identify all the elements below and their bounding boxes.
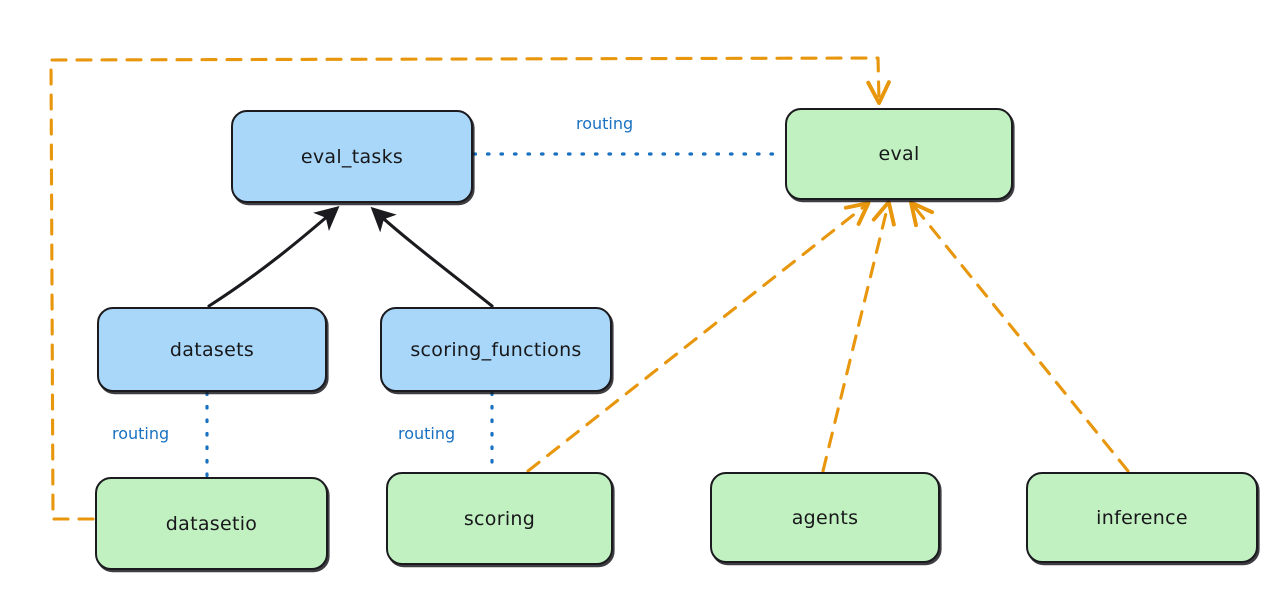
node-inference[interactable]: inference: [1026, 472, 1258, 563]
node-label-agents: agents: [791, 506, 859, 529]
node-label-datasetio: datasetio: [165, 512, 258, 535]
node-agents[interactable]: agents: [710, 472, 940, 563]
node-scoring[interactable]: scoring: [386, 472, 613, 565]
edge-label-routing-scoring-functions-scoring: routing: [398, 424, 456, 443]
edge-label-routing-datasets-datasetio: routing: [112, 424, 170, 443]
node-label-eval-tasks: eval_tasks: [300, 145, 404, 168]
edge-scoring-functions-to-eval-tasks: [370, 206, 494, 308]
node-scoring-functions[interactable]: scoring_functions: [380, 307, 612, 392]
edge-label-routing-eval-tasks-eval: routing: [576, 114, 634, 133]
node-label-scoring-functions: scoring_functions: [410, 338, 582, 361]
node-label-scoring: scoring: [463, 507, 536, 530]
node-label-eval: eval: [878, 143, 920, 165]
edge-inference-to-eval: [909, 200, 1130, 473]
edge-agents-to-eval: [821, 200, 896, 473]
node-datasets[interactable]: datasets: [97, 307, 327, 392]
node-label-inference: inference: [1096, 506, 1188, 529]
node-eval-tasks[interactable]: eval_tasks: [231, 110, 473, 203]
node-label-datasets: datasets: [169, 338, 255, 361]
edge-datasets-to-eval-tasks: [207, 205, 340, 308]
node-eval[interactable]: eval: [785, 108, 1013, 200]
node-datasetio[interactable]: datasetio: [95, 477, 328, 570]
